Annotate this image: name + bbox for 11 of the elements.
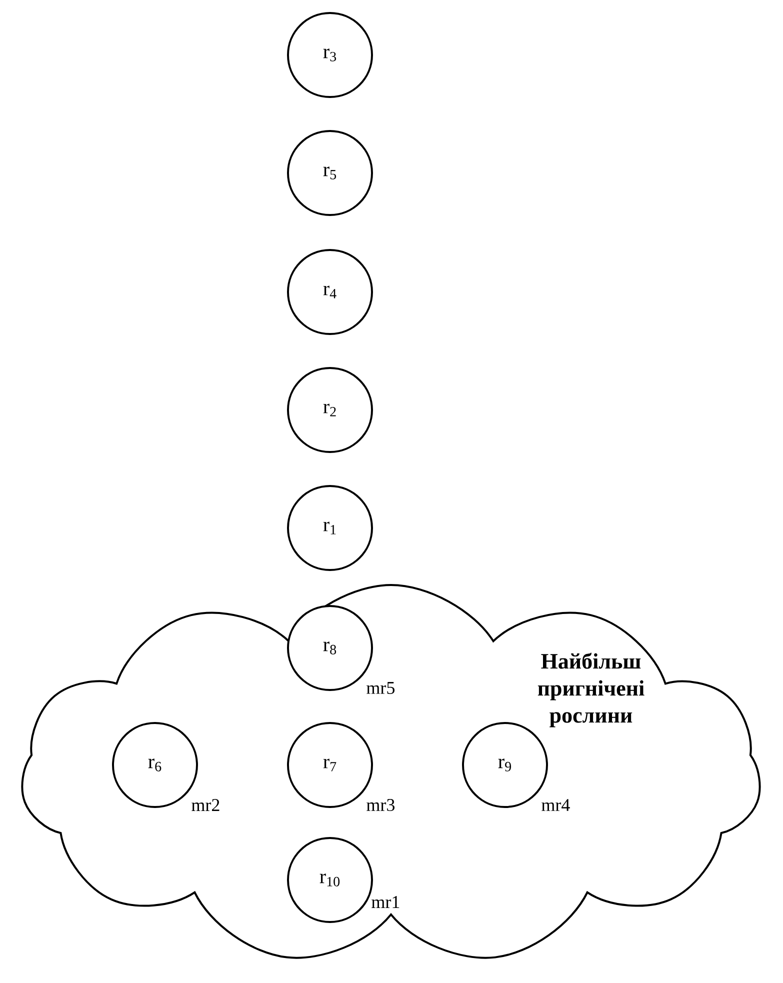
node-caption: mr4 [542, 799, 570, 811]
node-caption: mr1 [372, 896, 400, 908]
node-caption: mr3 [366, 798, 394, 812]
circle-node: r$_{10}$ [287, 837, 373, 923]
circle-node: r$_{3}$ [287, 12, 373, 98]
circle-node: r$_{4}$ [287, 249, 373, 335]
circle-node: r$_{2}$ [287, 367, 373, 453]
node-caption: mr2 [192, 799, 220, 811]
node-caption: mr5 [366, 682, 394, 694]
circle-node: r$_{1}$ [287, 485, 373, 571]
circle-node: r$_{5}$ [287, 130, 373, 216]
